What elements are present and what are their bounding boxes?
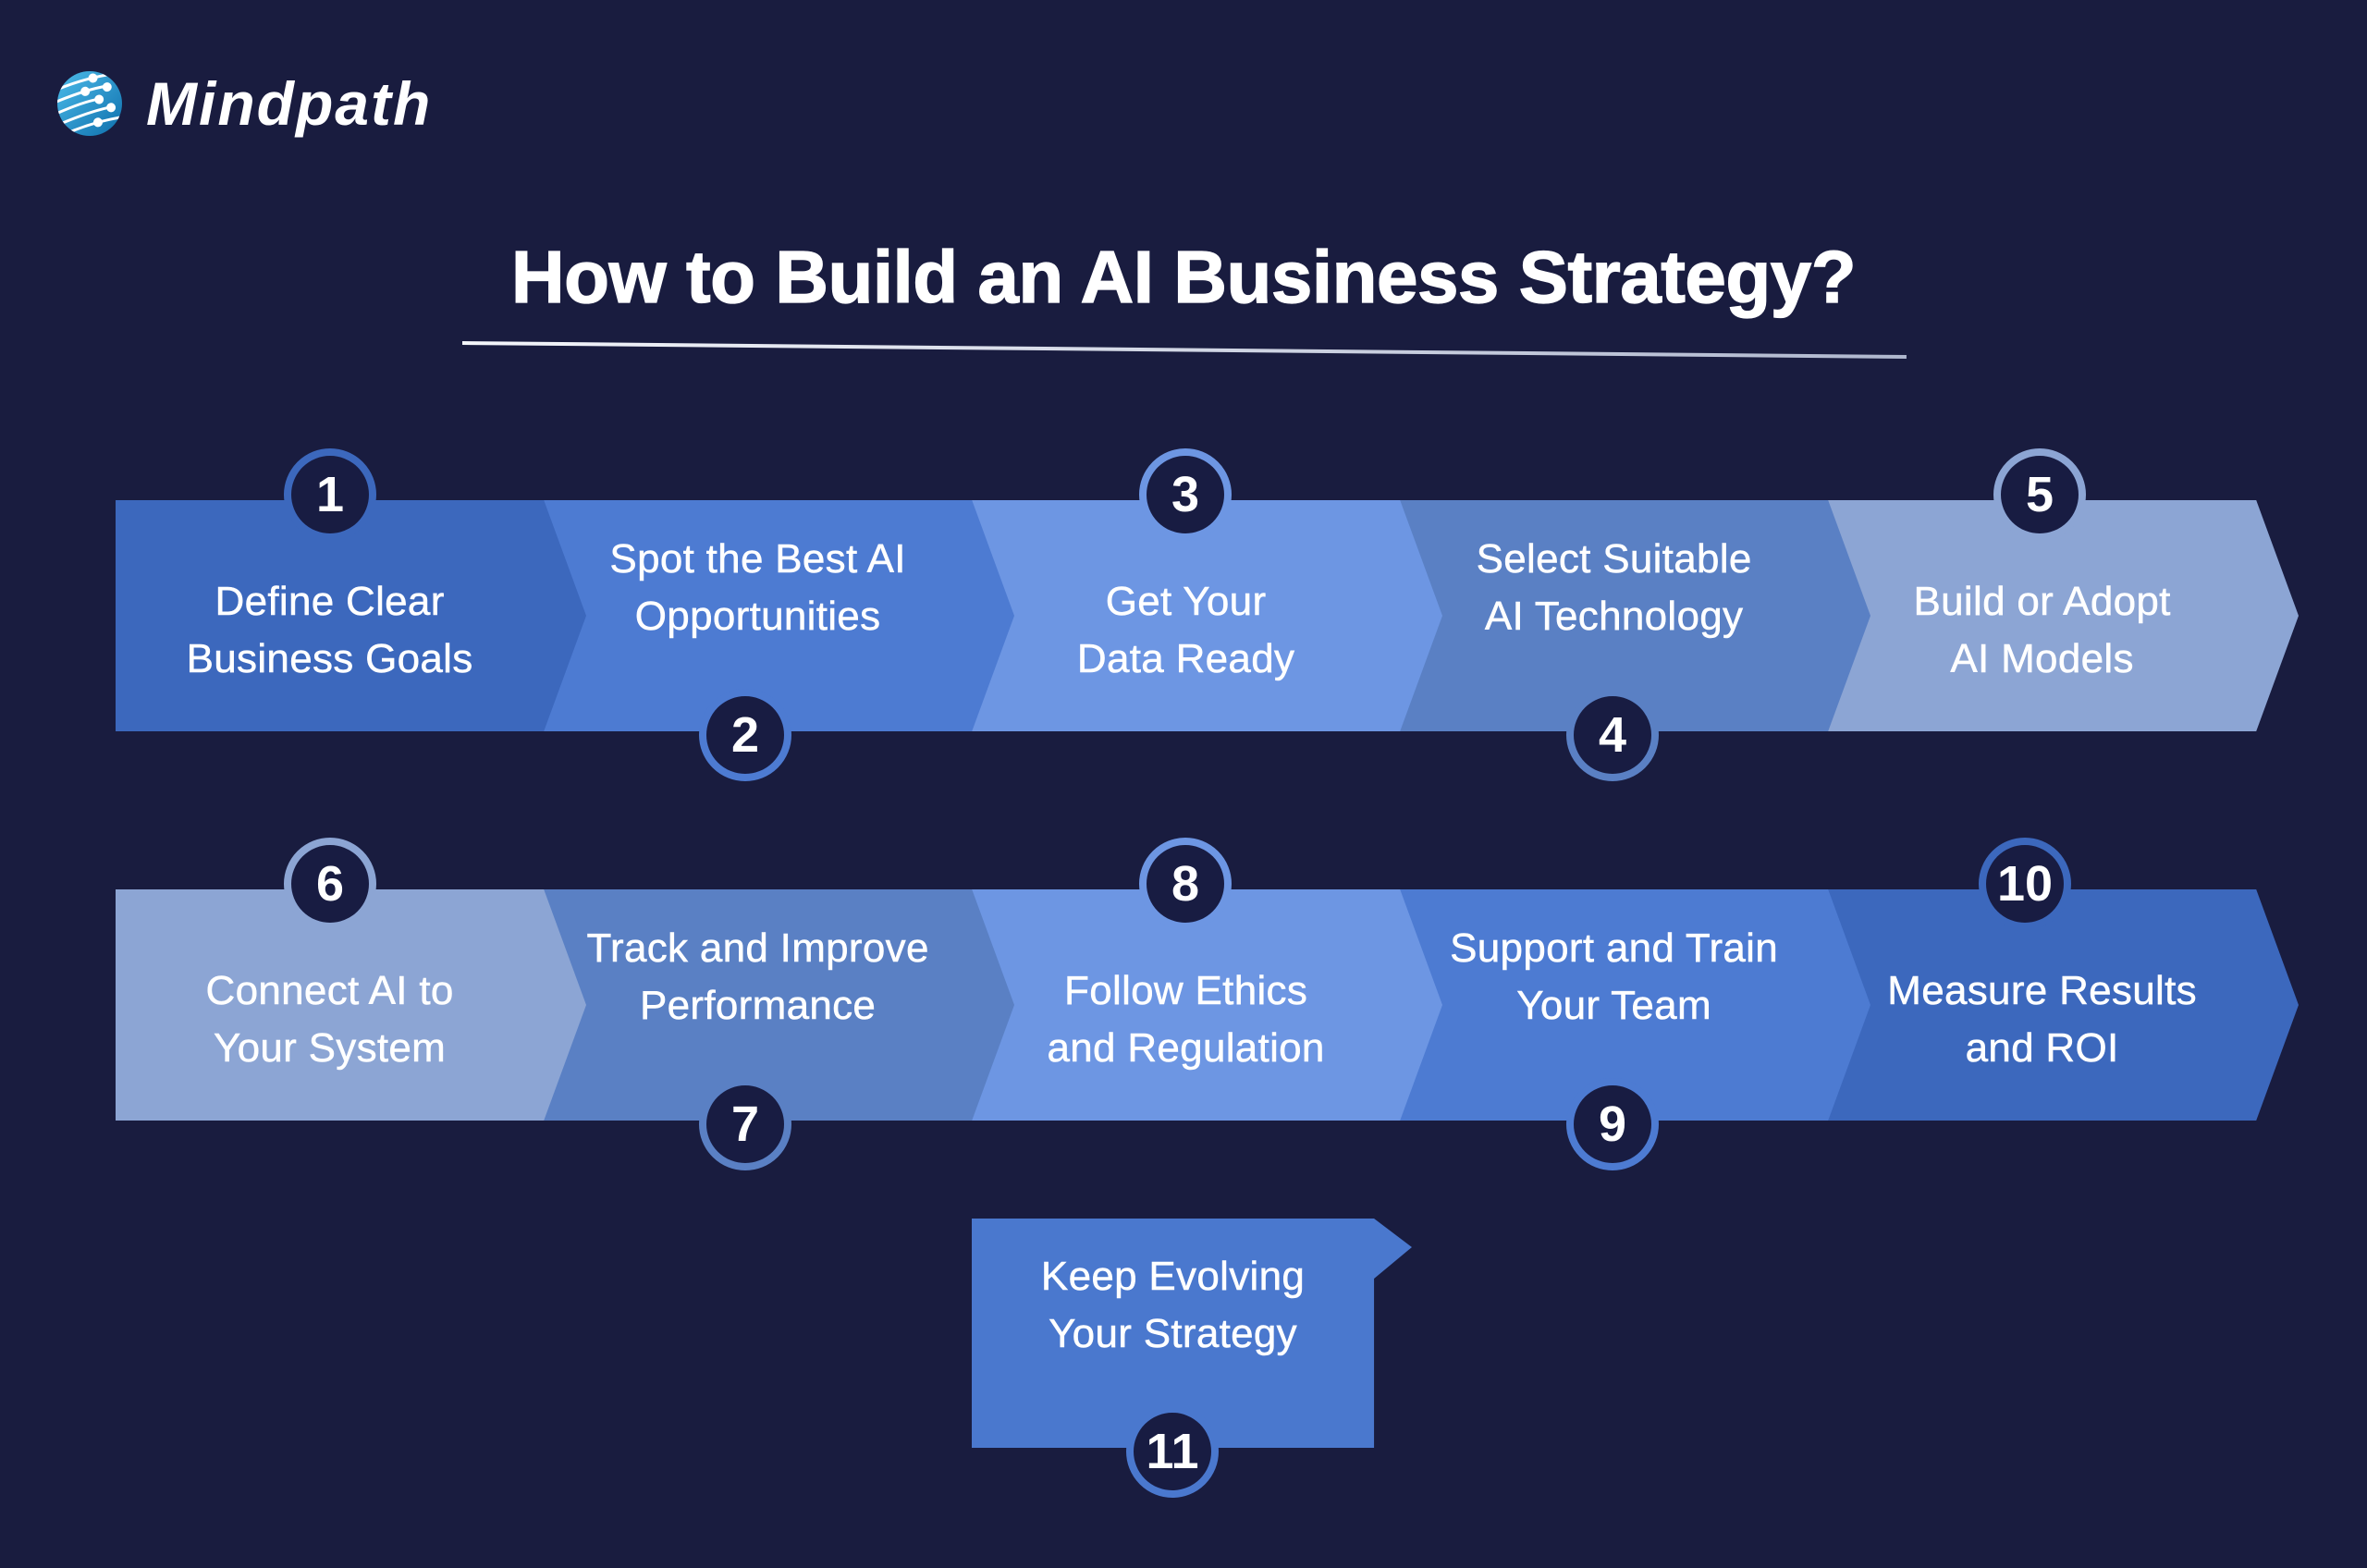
- step-number: 4: [1598, 707, 1627, 763]
- step-segment-2: Spot the Best AI Opportunities: [544, 500, 1014, 731]
- step-segment-1: Define Clear Business Goals: [116, 500, 586, 731]
- step-number-badge: 2: [699, 689, 791, 781]
- step-number-badge: 6: [284, 838, 376, 930]
- step-label: Measure Results and ROI: [1887, 967, 2197, 1071]
- step-label: Follow Ethics and Regulation: [1047, 967, 1325, 1071]
- step-label: Get Your Data Ready: [1076, 578, 1295, 681]
- step-label: Select Suitable AI Technology: [1476, 535, 1752, 639]
- step-number-badge: 11: [1126, 1405, 1219, 1498]
- step-number: 10: [1996, 856, 2054, 912]
- step-number: 5: [2025, 467, 2054, 522]
- title-underline: [461, 341, 1907, 359]
- step-segment-5: Build or Adopt AI Models: [1828, 500, 2299, 731]
- step-label: Spot the Best AI Opportunities: [609, 535, 906, 639]
- step-number: 7: [730, 1096, 760, 1152]
- step-segment-6: Connect AI to Your System: [116, 889, 586, 1121]
- step-label: Track and Improve Performance: [586, 925, 929, 1028]
- step-number-badge: 9: [1566, 1078, 1659, 1170]
- step-number: 2: [730, 707, 760, 763]
- step-number: 11: [1146, 1424, 1199, 1479]
- step-number: 1: [315, 467, 345, 522]
- step-number-badge: 1: [284, 448, 376, 541]
- step-number-badge: 10: [1979, 838, 2071, 930]
- step-number-badge: 3: [1139, 448, 1232, 541]
- globe-icon: [55, 71, 124, 138]
- step-segment-3: Get Your Data Ready: [972, 500, 1442, 731]
- step-number-badge: 7: [699, 1078, 791, 1170]
- step-segment-7: Track and Improve Performance: [544, 889, 1014, 1121]
- step-number: 9: [1598, 1096, 1627, 1152]
- step-label: Support and Train Your Team: [1450, 925, 1779, 1028]
- brand-name: Mindpath: [146, 69, 433, 138]
- step-number: 6: [315, 856, 345, 912]
- step-number: 3: [1171, 467, 1200, 522]
- step-number-badge: 8: [1139, 838, 1232, 930]
- step-number: 8: [1171, 856, 1200, 912]
- step-segment-10: Measure Results and ROI: [1828, 889, 2299, 1121]
- brand-logo: Mindpath: [55, 68, 432, 139]
- step-number-badge: 4: [1566, 689, 1659, 781]
- step-label: Define Clear Business Goals: [186, 578, 473, 681]
- step-number-badge: 5: [1993, 448, 2086, 541]
- page-title: How to Build an AI Business Strategy?: [510, 236, 1857, 318]
- step-segment-8: Follow Ethics and Regulation: [972, 889, 1442, 1121]
- step-label: Keep Evolving Your Strategy: [1040, 1253, 1306, 1356]
- step-label: Build or Adopt AI Models: [1913, 578, 2171, 681]
- step-segment-9: Support and Train Your Team: [1400, 889, 1870, 1121]
- step-segment-4: Select Suitable AI Technology: [1400, 500, 1870, 731]
- step-label: Connect AI to Your System: [205, 967, 454, 1071]
